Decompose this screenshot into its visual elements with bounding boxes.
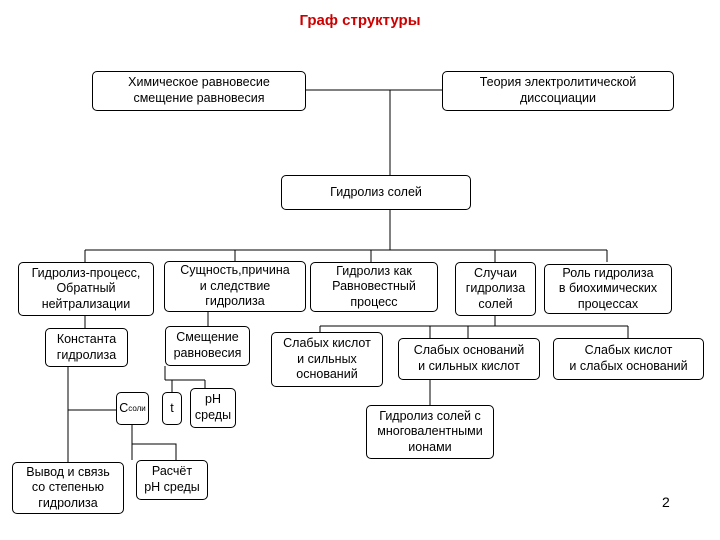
connector bbox=[306, 89, 391, 175]
node-weak-bases-strong-acids: Слабых оснований и сильных кислот bbox=[398, 338, 540, 380]
node-polyvalent-ions: Гидролиз солей с многовалентными ионами bbox=[366, 405, 494, 459]
node-temperature: t bbox=[162, 392, 182, 425]
connector bbox=[132, 443, 177, 460]
node-equilibrium-shift: Смещение равновесия bbox=[165, 326, 250, 366]
c-salt-main: C bbox=[119, 400, 129, 415]
node-hydrolysis-process: Гидролиз-процесс, Обратный нейтрализации bbox=[18, 262, 154, 316]
page-number: 2 bbox=[662, 494, 670, 510]
node-chemical-equilibrium: Химическое равновесие смещение равновеси… bbox=[92, 71, 306, 111]
diagram-title: Граф структуры bbox=[299, 12, 421, 29]
node-ph-medium: pH среды bbox=[190, 388, 236, 428]
node-weak-acids-strong-bases: Слабых кислот и сильных оснований bbox=[271, 332, 383, 387]
node-essence-cause: Сущность,причина и следствие гидролиза bbox=[164, 261, 306, 312]
node-hydrolysis-cases: Случаи гидролиза солей bbox=[455, 262, 536, 316]
node-biochem-role: Роль гидролиза в биохимических процессах bbox=[544, 264, 672, 314]
node-degree-conclusion: Вывод и связь со степенью гидролиза bbox=[12, 462, 124, 514]
connector bbox=[67, 367, 116, 411]
node-weak-acids-weak-bases: Слабых кислот и слабых оснований bbox=[553, 338, 704, 380]
c-salt-subscript: соли bbox=[128, 403, 146, 413]
node-salt-hydrolysis: Гидролиз солей bbox=[281, 175, 471, 210]
node-hydrolysis-constant: Константа гидролиза bbox=[45, 328, 128, 367]
node-electrolytic-theory: Теория электролитической диссоциации bbox=[442, 71, 674, 111]
node-ph-calculation: Расчёт pH среды bbox=[136, 460, 208, 500]
node-equilibrium-process: Гидролиз как Равновестный процесс bbox=[310, 262, 438, 312]
